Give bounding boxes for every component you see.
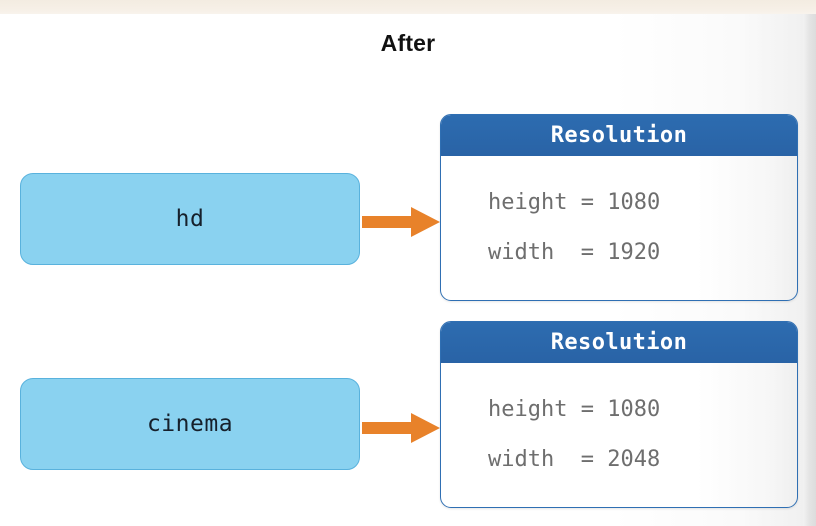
right-page-edge	[803, 14, 816, 526]
node-cinema-label: cinema	[146, 411, 234, 437]
card-resolution-cinema: Resolution height = 1080 width = 2048	[440, 321, 798, 508]
card-body-cinema: height = 1080 width = 2048	[441, 363, 797, 485]
card-header-cinema: Resolution	[441, 322, 797, 363]
arrow-right-icon	[362, 205, 440, 239]
card-line-height: height = 1080	[488, 397, 661, 422]
arrow-right-icon	[362, 411, 440, 445]
card-header-hd: Resolution	[441, 115, 797, 156]
node-cinema[interactable]: cinema	[20, 378, 360, 470]
card-line-height: height = 1080	[488, 190, 661, 215]
card-line-width: width = 1920	[488, 240, 661, 265]
card-line-width: width = 2048	[488, 447, 661, 472]
card-header-title: Resolution	[550, 123, 688, 148]
top-cream-strip	[0, 0, 816, 14]
card-resolution-hd: Resolution height = 1080 width = 1920	[440, 114, 798, 301]
node-hd[interactable]: hd	[20, 173, 360, 265]
card-header-title: Resolution	[550, 330, 688, 355]
node-hd-label: hd	[175, 206, 205, 232]
card-body-hd: height = 1080 width = 1920	[441, 156, 797, 278]
page-title: After	[380, 30, 436, 56]
